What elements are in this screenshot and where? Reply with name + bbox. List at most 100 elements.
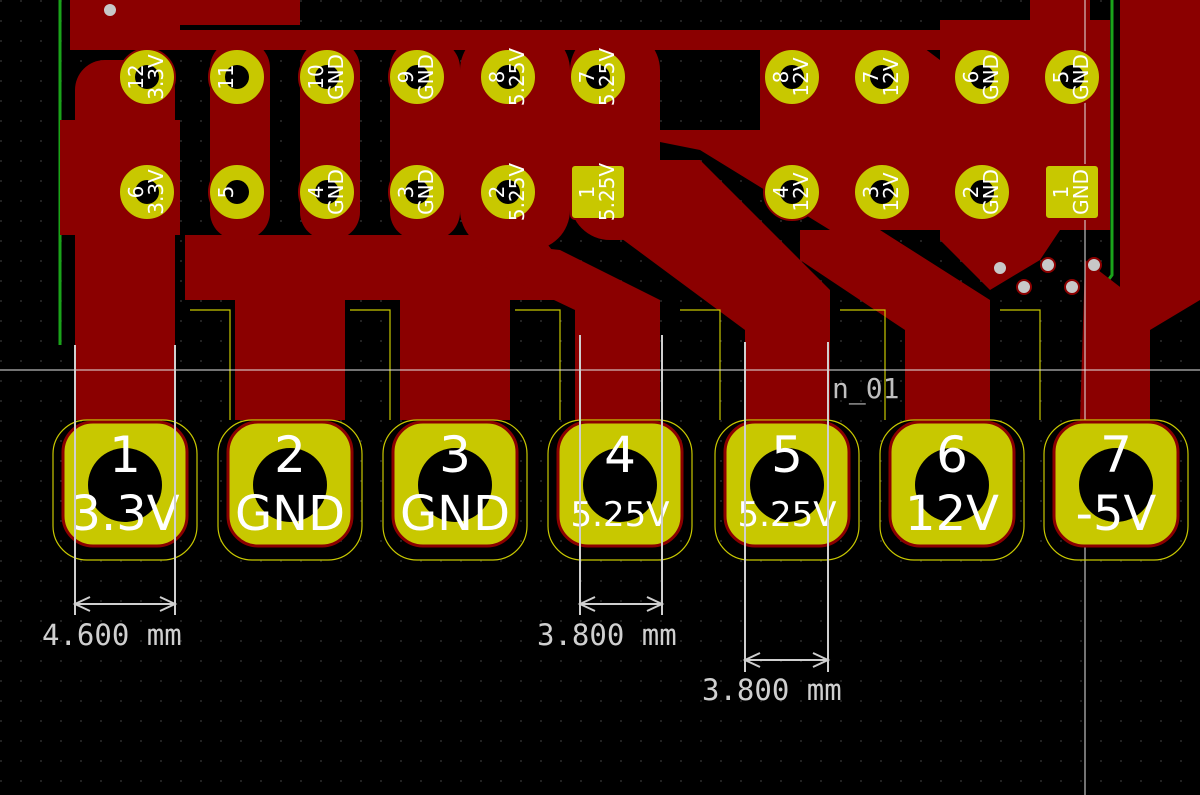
pad-label: 15.25V [575,163,619,222]
pad-keepout-outlines [190,309,1041,420]
pad-courtyard [714,419,860,561]
pad-voltage: GND [979,169,1003,215]
pad-number: 1 [1049,186,1073,199]
pad-voltage: 12V [879,172,903,211]
pad-label: 5 [214,186,238,199]
pad-number: 8 [769,71,793,84]
pad-voltage: GND [1069,54,1093,100]
pad-courtyard [1043,419,1189,561]
header-pad[interactable]: 75.25V [569,48,627,107]
pad-number: 12 [124,64,148,89]
dimension-3800-a[interactable]: 3.800 mm [537,335,677,652]
header-pad[interactable]: 15.25V [570,163,626,222]
pad-number: 9 [394,71,418,84]
pad-voltage: 5.25V [595,163,619,222]
pad-number: 7 [575,71,599,84]
drill-hole [315,180,339,204]
header-pad[interactable]: 123.3V [118,48,176,106]
pin-number: 2 [274,426,306,484]
dimension-label: 4.600 mm [42,618,182,652]
pin-voltage: 5.25V [738,495,837,535]
pin-voltage: 5.25V [571,495,670,535]
dimension-label: 3.800 mm [537,618,677,652]
dimension-label: 3.800 mm [702,673,842,707]
pad-number: 6 [959,71,983,84]
pad-number: 2 [959,186,983,199]
pad-courtyard [547,419,693,561]
dimension-3800-b[interactable]: 3.800 mm [702,342,842,707]
header-pad[interactable]: 11 [208,48,266,106]
pad-voltage: 5.25V [505,163,529,222]
header-pad[interactable]: 63.3V [118,163,176,221]
pad-courtyard [52,419,198,561]
pad-voltage: 12V [789,172,813,211]
pad-number: 5 [1049,71,1073,84]
drill-hole [405,65,429,89]
pad-courtyard [382,419,528,561]
pad-number: 3 [394,186,418,199]
header-pad[interactable]: 85.25V [479,48,537,107]
pin-voltage: -5V [1076,486,1157,542]
drill-hole [915,448,989,522]
drill-hole [225,65,249,89]
pad-number: 1 [575,186,599,199]
pad-label: 63.3V [124,169,168,215]
connector-pad-4[interactable]: 4 5.25V [547,419,693,561]
pad-voltage: 3.3V [144,54,168,100]
header-pad[interactable]: 5 [208,163,266,221]
pin-number: 3 [439,426,471,484]
reference-label[interactable]: n_01 [832,372,899,406]
pad-number: 10 [304,64,328,89]
connector-pad-7[interactable]: 7-5V [1043,419,1189,561]
pad-voltage: GND [414,169,438,215]
drill-hole [496,180,520,204]
drill-hole [870,65,894,89]
drill-hole [135,65,159,89]
pad-voltage: 12V [789,57,813,96]
connector-pad-5[interactable]: 55.25V [714,419,860,561]
pad-number: 3 [859,186,883,199]
drill-hole [780,180,804,204]
dimension-4600[interactable]: 4.600 mm [42,345,182,652]
pad-copper [570,164,626,220]
drill-hole [315,65,339,89]
connector-pad-1[interactable]: 13.3V [52,419,198,561]
pad-voltage: GND [979,54,1003,100]
drill-hole [870,180,894,204]
pin-number: 4 [604,426,636,484]
drill-hole [583,448,657,522]
pad-courtyard [879,419,1025,561]
header-pad[interactable]: 25.25V [479,163,537,222]
drill-hole [253,448,327,522]
pin-voltage: GND [235,486,345,542]
pad-number: 2 [485,186,509,199]
